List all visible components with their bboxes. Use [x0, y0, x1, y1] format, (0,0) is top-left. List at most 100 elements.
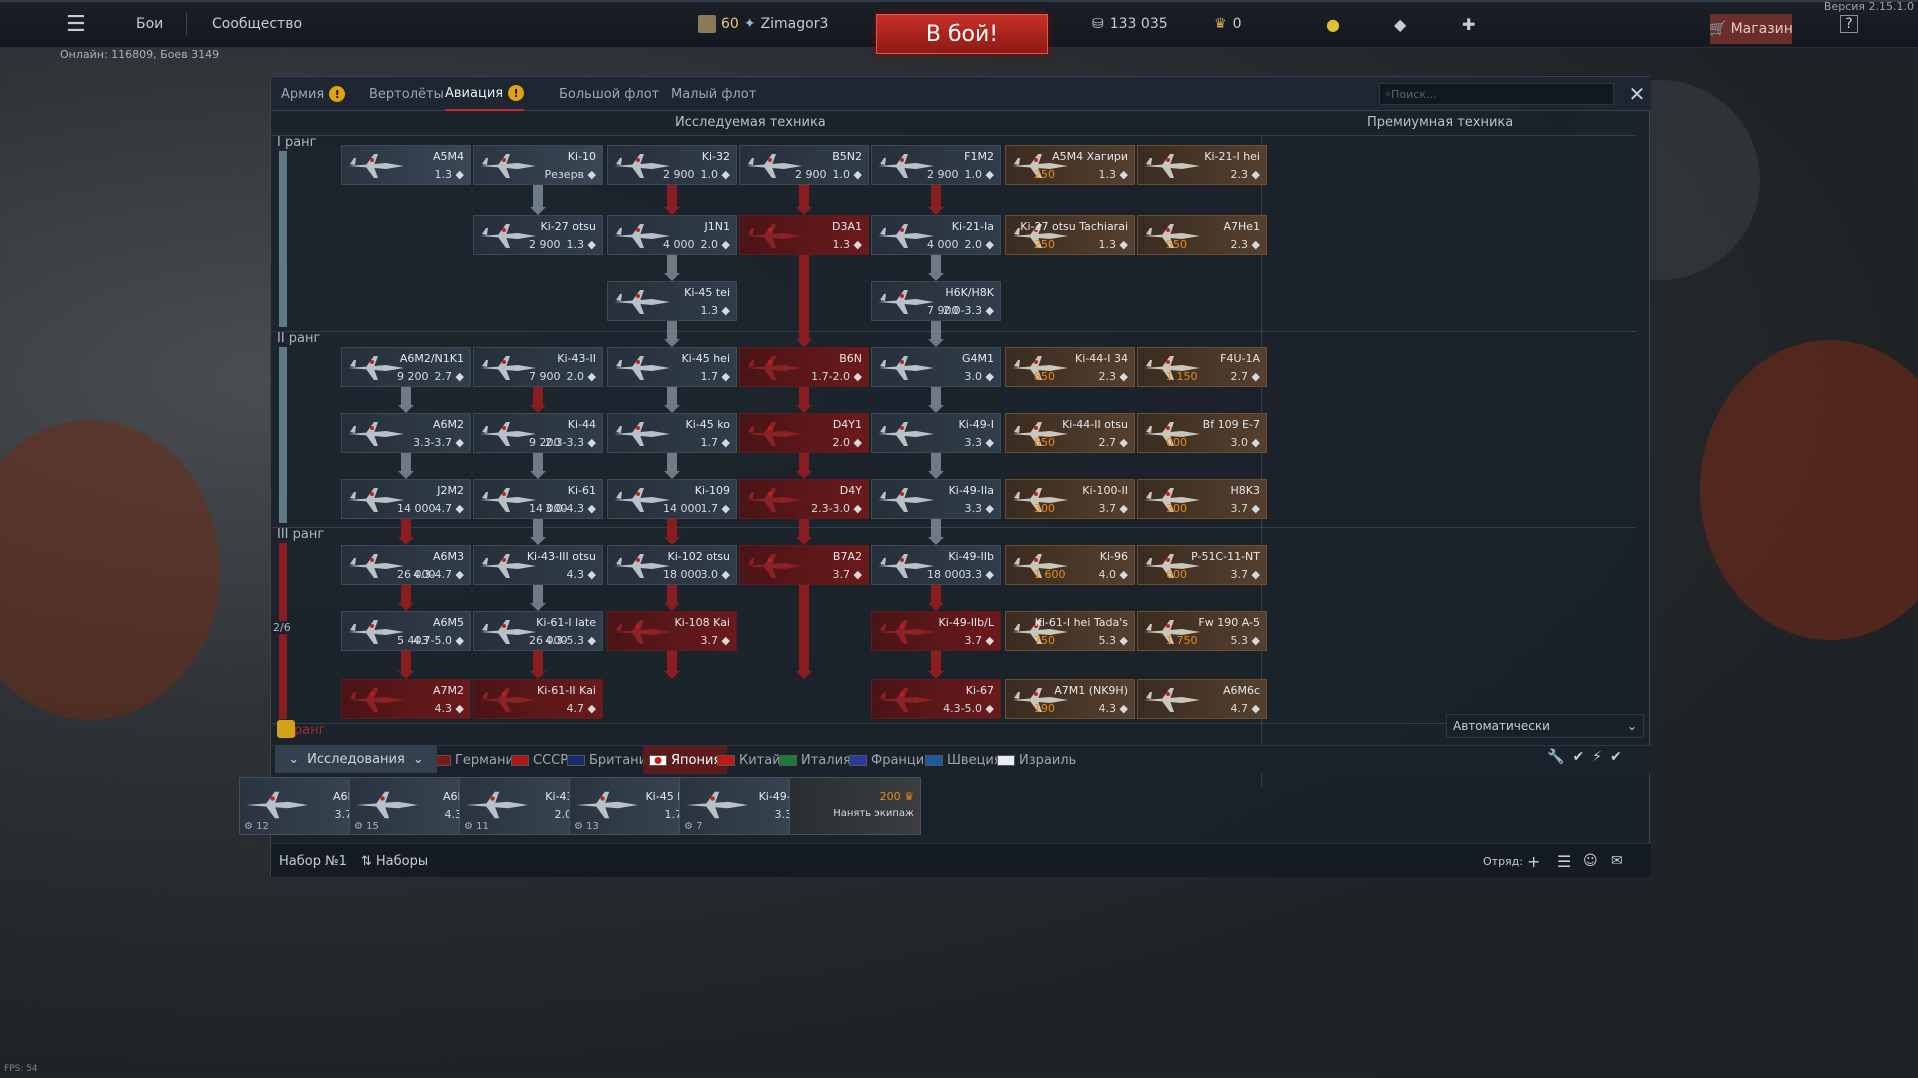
close-button[interactable]: ✕ — [1628, 82, 1646, 106]
menu-icon[interactable]: ☰ — [66, 11, 86, 37]
check-icon[interactable]: ✔ — [1572, 749, 1585, 765]
tab-aviation[interactable]: Авиация! — [445, 77, 525, 111]
to-battle-button[interactable]: В бой! — [876, 14, 1048, 54]
battles-menu[interactable]: Бои — [136, 16, 164, 32]
list-icon[interactable]: ☰ — [1557, 851, 1572, 871]
community-menu[interactable]: Сообщество — [212, 16, 303, 32]
nation-tab[interactable]: СССР — [511, 746, 568, 774]
nation-tab[interactable]: Германия — [433, 746, 522, 774]
mail-icon[interactable]: ✉ — [1611, 853, 1623, 869]
vehicle-card[interactable]: A7M1 (NK9H)4.3 ◆190 — [1005, 679, 1135, 719]
nation-tab[interactable]: Италия — [779, 746, 851, 774]
check-icon[interactable]: ✔ — [1610, 749, 1622, 765]
preset-label[interactable]: Набор №1 — [279, 853, 347, 869]
nation-tab[interactable]: Швеция — [925, 746, 1002, 774]
battle-rating: 1.0 ◆ — [964, 168, 994, 181]
silver-balance[interactable]: ⛁ 133 035 — [1092, 0, 1168, 48]
plus-icon[interactable]: + — [1527, 851, 1541, 871]
auto-select[interactable]: Автоматически⌄ — [1446, 714, 1644, 738]
wrench-icon[interactable]: 🔧 — [1547, 749, 1565, 765]
battle-rating: 4.3 ◆ — [566, 568, 596, 581]
nation-tab[interactable]: Британия — [567, 746, 655, 774]
hire-crew-slot[interactable]: 200 ♛Нанять экипаж — [789, 777, 921, 835]
crew-count: ⚙ 13 — [574, 821, 599, 832]
gold-balance[interactable]: ♛ 0 — [1214, 0, 1241, 48]
chest-icon[interactable]: ◆ — [1394, 14, 1407, 34]
nation-tab[interactable]: Япония — [643, 746, 728, 774]
shop-button[interactable]: 🛒Магазин — [1709, 14, 1793, 44]
tab-helicopters[interactable]: Вертолёты — [369, 86, 444, 102]
presets-button[interactable]: ⇅Наборы — [361, 853, 429, 869]
help-button[interactable]: ? — [1840, 15, 1858, 33]
search-input[interactable]: ⌕ Поиск... — [1379, 83, 1614, 105]
tab-big-fleet[interactable]: Большой флот — [559, 86, 660, 102]
tab-small-fleet[interactable]: Малый флот — [671, 86, 757, 102]
nation-tab[interactable]: Израиль — [997, 746, 1076, 774]
nation-tab[interactable]: Китай — [717, 746, 781, 774]
lightbulb-icon[interactable]: ● — [1326, 14, 1340, 34]
nation-tab[interactable]: Франция — [849, 746, 932, 774]
tab-army[interactable]: Армия! — [281, 77, 346, 111]
people-icon[interactable]: ☺ — [1583, 853, 1598, 869]
coupon-icon[interactable]: ✚ — [1462, 14, 1476, 34]
tree-arrow — [928, 405, 944, 413]
medal-icon[interactable] — [277, 720, 295, 738]
repair-all-icon[interactable]: ⚡ — [1592, 749, 1603, 765]
research-toggle[interactable]: ⌄Исследования⌄ — [275, 745, 437, 773]
player-profile[interactable]: 60 ✦ Zimagor3 — [698, 0, 828, 48]
